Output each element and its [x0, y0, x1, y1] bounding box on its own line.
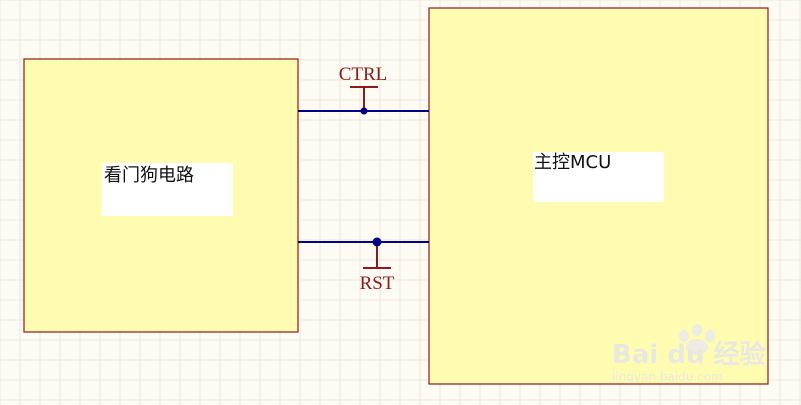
rst-net-label: RST — [360, 273, 395, 294]
watchdog-block[interactable]: 看门狗电路 — [23, 58, 299, 333]
watermark-brand: Bai du 经验 — [612, 339, 766, 370]
rst-net[interactable]: RST — [298, 237, 429, 295]
ctrl-net[interactable]: CTRL — [298, 64, 429, 115]
mcu-block-label: 主控MCU — [534, 152, 611, 173]
mcu-label-box — [533, 152, 664, 202]
rst-junction-dot — [372, 237, 382, 247]
watermark-url: jingyan.baidu.com — [611, 370, 723, 384]
paw-icon — [679, 324, 715, 355]
mcu-block[interactable]: 主控MCU — [428, 7, 769, 385]
baidu-watermark: Bai du 经验 jingyan.baidu.com — [611, 324, 766, 384]
watchdog-label-box — [102, 163, 233, 216]
ctrl-junction-dot — [360, 107, 368, 115]
ctrl-net-label: CTRL — [339, 64, 388, 85]
watchdog-block-label: 看门狗电路 — [104, 165, 194, 186]
